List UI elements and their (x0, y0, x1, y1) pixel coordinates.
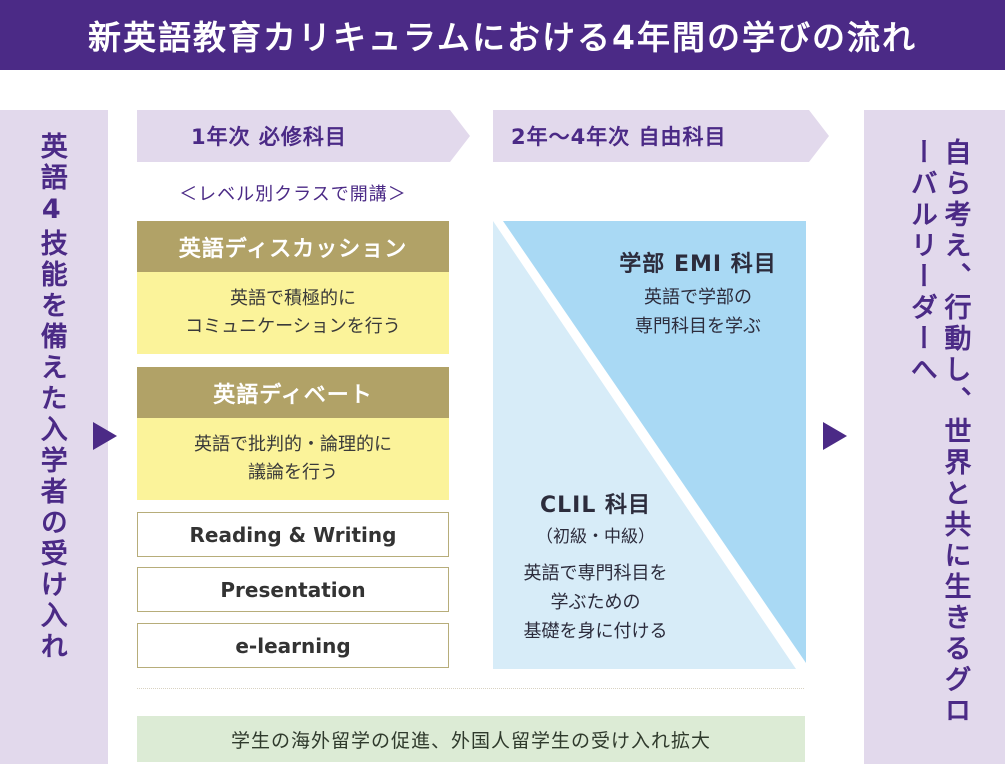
course-debate-body: 英語で批判的・論理的に 議論を行う (137, 418, 449, 500)
phase2-label: 2年〜4年次 自由科目 (493, 110, 829, 162)
clil-title: CLIL 科目 (539, 493, 652, 518)
clil-line: 基礎を身に付ける (523, 620, 668, 642)
flow-arrow-right-icon (823, 422, 847, 450)
level-class-note: ＜レベル別クラスで開講＞ (179, 184, 407, 205)
intake-text: 英語4技能を備えた入学者の受け入れ (35, 132, 67, 663)
intake-panel: 英語4技能を備えた入学者の受け入れ (0, 110, 108, 764)
page-title: 新英語教育カリキュラムにおける4年間の学びの流れ (0, 0, 1005, 70)
elective-triangles (493, 221, 806, 669)
course-discussion-line: コミュニケーションを行う (185, 316, 401, 337)
skill-reading-writing: Reading & Writing (137, 512, 449, 557)
course-debate-heading: 英語ディベート (137, 367, 449, 418)
emi-title: 学部 EMI 科目 (619, 252, 777, 277)
clil-description: 英語で専門科目を 学ぶための 基礎を身に付ける (493, 560, 698, 646)
divider (137, 688, 804, 689)
clil-triangle (493, 221, 796, 669)
outcome-panel: 自ら考え、行動し、世界と共に生きるグローバルリーダーへ (864, 110, 1005, 764)
outcome-text: 自ら考え、行動し、世界と共に生きるグローバルリーダーへ (905, 138, 971, 727)
emi-description: 英語で学部の 専門科目を学ぶ (598, 284, 798, 342)
course-debate-line: 議論を行う (248, 462, 338, 483)
clil-subtitle: （初級・中級） (536, 527, 655, 547)
skill-e-learning: e-learning (137, 623, 449, 668)
flow-arrow-right-icon (93, 422, 117, 450)
course-debate-line: 英語で批判的・論理的に (194, 434, 392, 456)
emi-line: 専門科目を学ぶ (635, 315, 761, 337)
emi-triangle (503, 221, 806, 663)
clil-line: 学ぶための (550, 591, 641, 613)
course-discussion-body: 英語で積極的に コミュニケーションを行う (137, 272, 449, 354)
course-discussion-heading: 英語ディスカッション (137, 221, 449, 272)
elective-triangles-graphic (493, 221, 806, 669)
emi-line: 英語で学部の (644, 287, 752, 308)
course-discussion-line: 英語で積極的に (230, 288, 356, 310)
clil-line: 英語で専門科目を (523, 563, 668, 584)
phase1-label: 1年次 必修科目 (137, 110, 470, 162)
exchange-banner: 学生の海外留学の促進、外国人留学生の受け入れ拡大 (137, 716, 805, 762)
skill-presentation: Presentation (137, 567, 449, 612)
